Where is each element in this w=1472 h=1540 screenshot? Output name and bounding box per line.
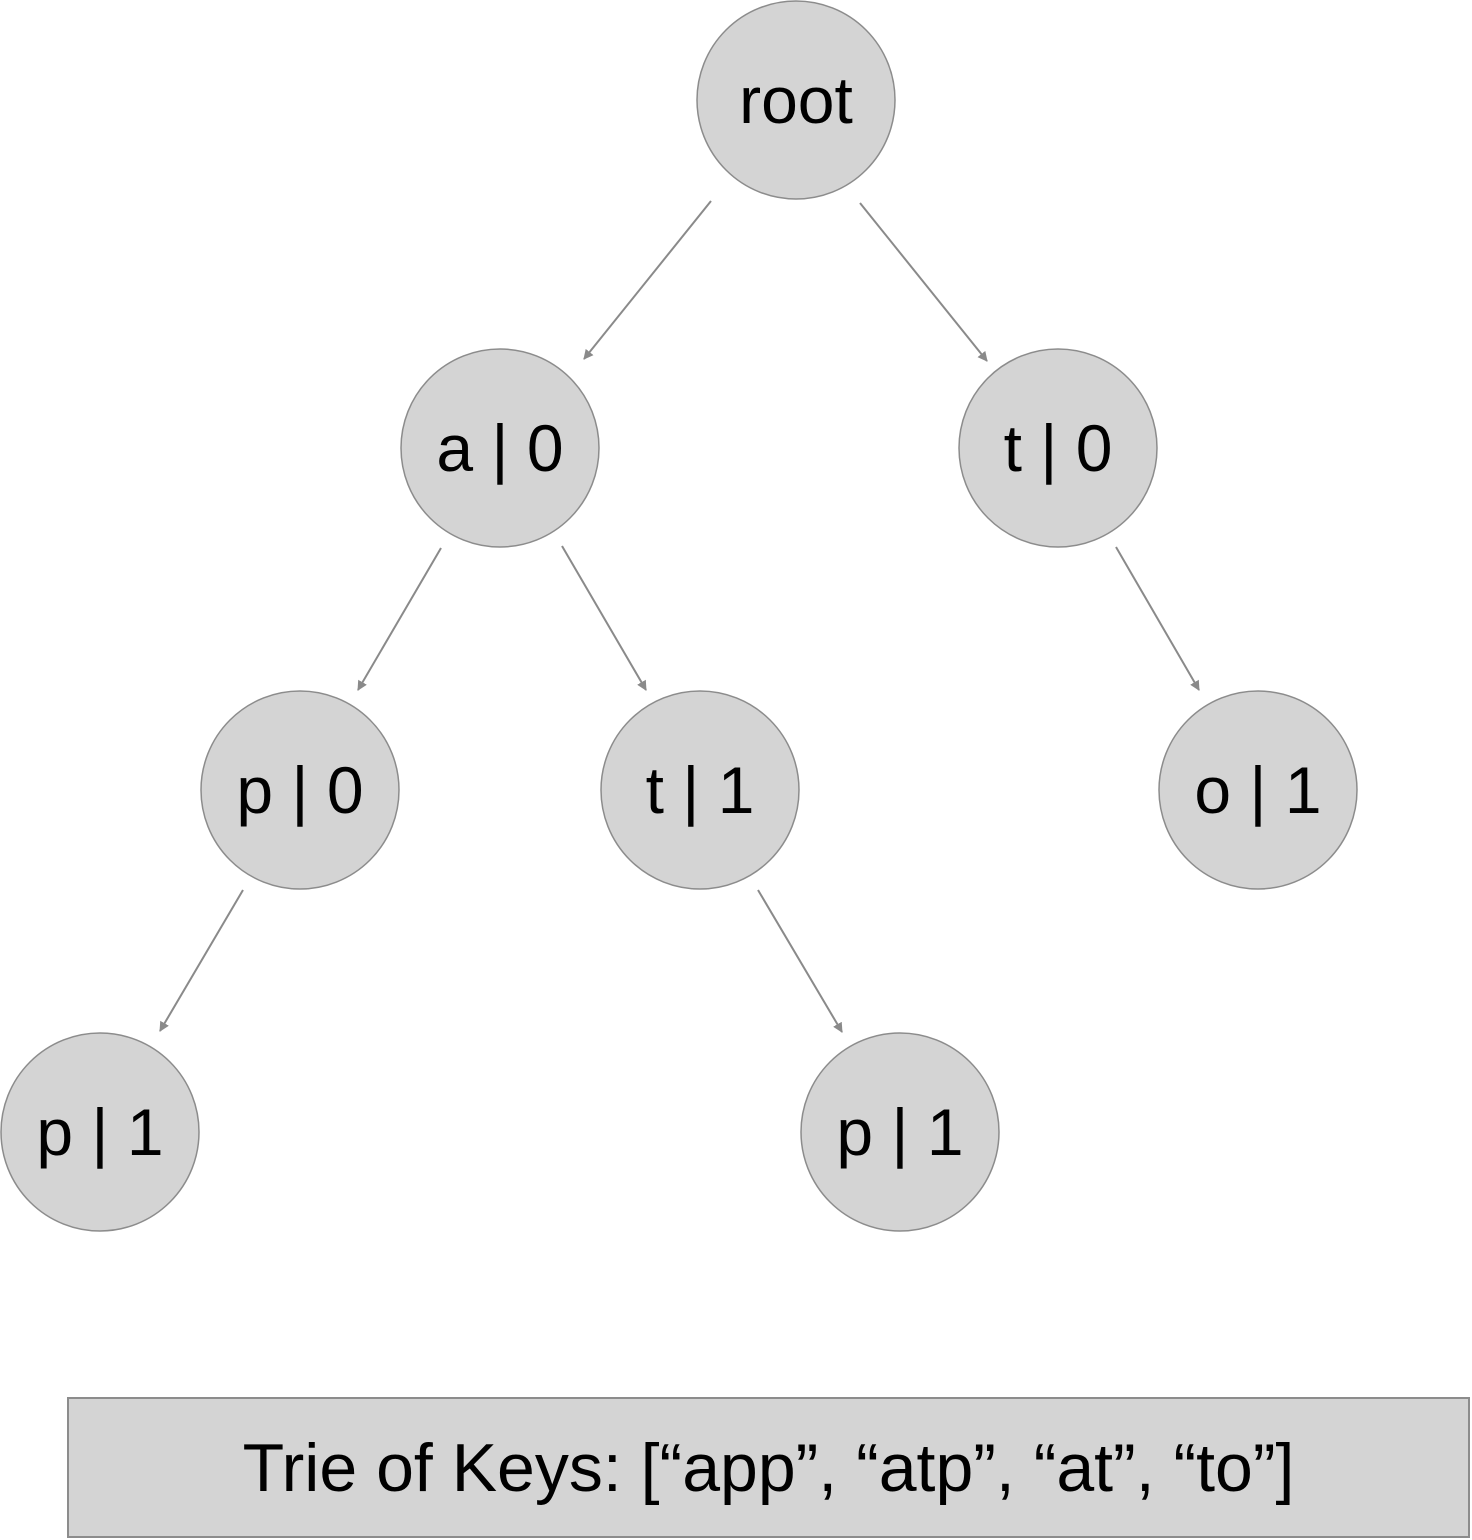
edge-p-p (159, 889, 244, 1032)
caption-text: Trie of Keys: [“app”, “atp”, “at”, “to”] (242, 1429, 1295, 1506)
node-label: p | 1 (836, 1095, 963, 1169)
node-label: a | 0 (436, 411, 563, 485)
node-label: p | 1 (36, 1095, 163, 1169)
trie-node-root: root (696, 0, 896, 200)
caption-box: Trie of Keys: [“app”, “atp”, “at”, “to”] (67, 1397, 1470, 1538)
trie-node-app: p | 1 (0, 1032, 200, 1232)
trie-diagram: root a | 0 t | 0 p | 0 t | 1 o | 1 p | 1… (0, 0, 1358, 1232)
trie-node-ap: p | 0 (200, 690, 400, 890)
trie-node-t: t | 0 (958, 348, 1158, 548)
node-label: root (739, 63, 853, 137)
node-label: p | 0 (236, 753, 363, 827)
node-label: o | 1 (1194, 753, 1321, 827)
edge-a-p (357, 547, 442, 691)
edge-root-t (859, 202, 988, 362)
node-label: t | 0 (1004, 411, 1113, 485)
edge-t-o (1115, 546, 1200, 691)
edge-a-t (561, 545, 647, 691)
edge-t-p (757, 889, 843, 1033)
node-label: t | 1 (646, 753, 755, 827)
trie-node-to: o | 1 (1158, 690, 1358, 890)
trie-node-at: t | 1 (600, 690, 800, 890)
trie-node-atp: p | 1 (800, 1032, 1000, 1232)
trie-node-a: a | 0 (400, 348, 600, 548)
edge-root-a (583, 200, 712, 360)
